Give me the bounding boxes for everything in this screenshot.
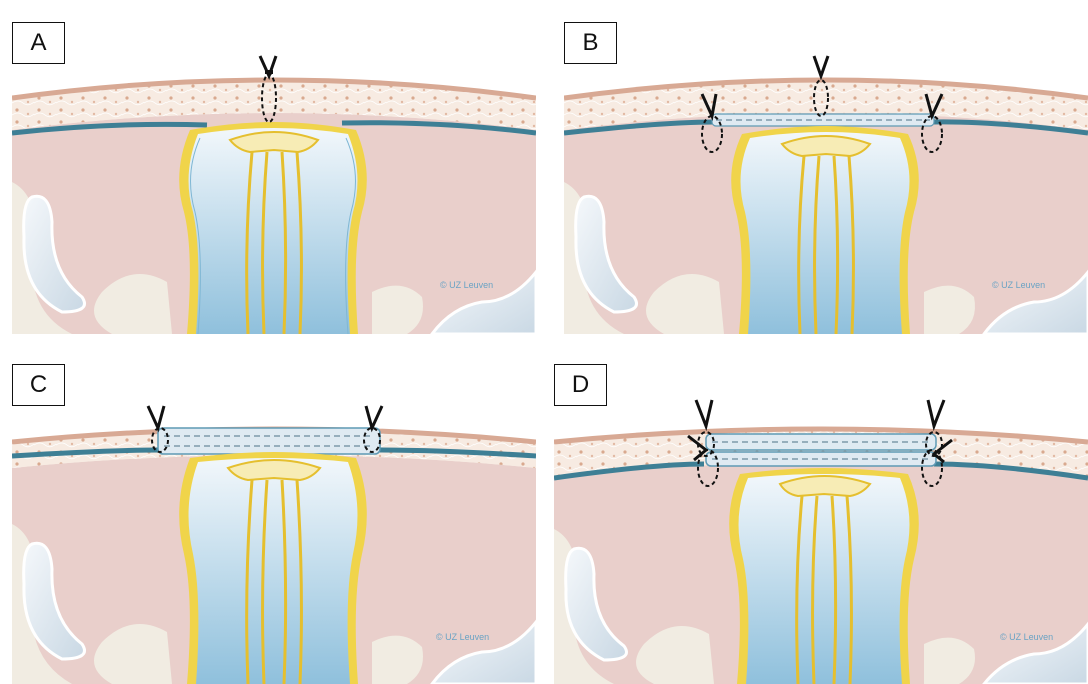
csf-sac — [739, 474, 910, 684]
panel-c: C © UZ Leuven — [12, 364, 536, 684]
panel-label: B — [564, 22, 617, 64]
patch-graft-lower — [706, 452, 936, 466]
panel-label: D — [554, 364, 607, 406]
spinal-cord — [230, 132, 318, 152]
copyright-credit: © UZ Leuven — [436, 632, 489, 642]
copyright-credit: © UZ Leuven — [992, 280, 1045, 290]
panel-d: D © UZ Leuven — [554, 364, 1088, 684]
patch-graft — [158, 428, 380, 454]
panel-label: A — [12, 22, 65, 64]
csf-sac — [189, 128, 358, 334]
copyright-credit: © UZ Leuven — [1000, 632, 1053, 642]
spinal-cord — [228, 460, 320, 480]
spinal-cord — [780, 476, 870, 496]
csf-sac — [741, 132, 910, 334]
csf-sac — [189, 458, 358, 684]
panel-a: A © UZ Leuven — [12, 22, 536, 334]
panel-label: C — [12, 364, 65, 406]
spinal-cord — [782, 136, 870, 156]
copyright-credit: © UZ Leuven — [440, 280, 493, 290]
panel-b: B © UZ Leuven — [564, 22, 1088, 334]
patch-graft-upper — [706, 434, 936, 450]
